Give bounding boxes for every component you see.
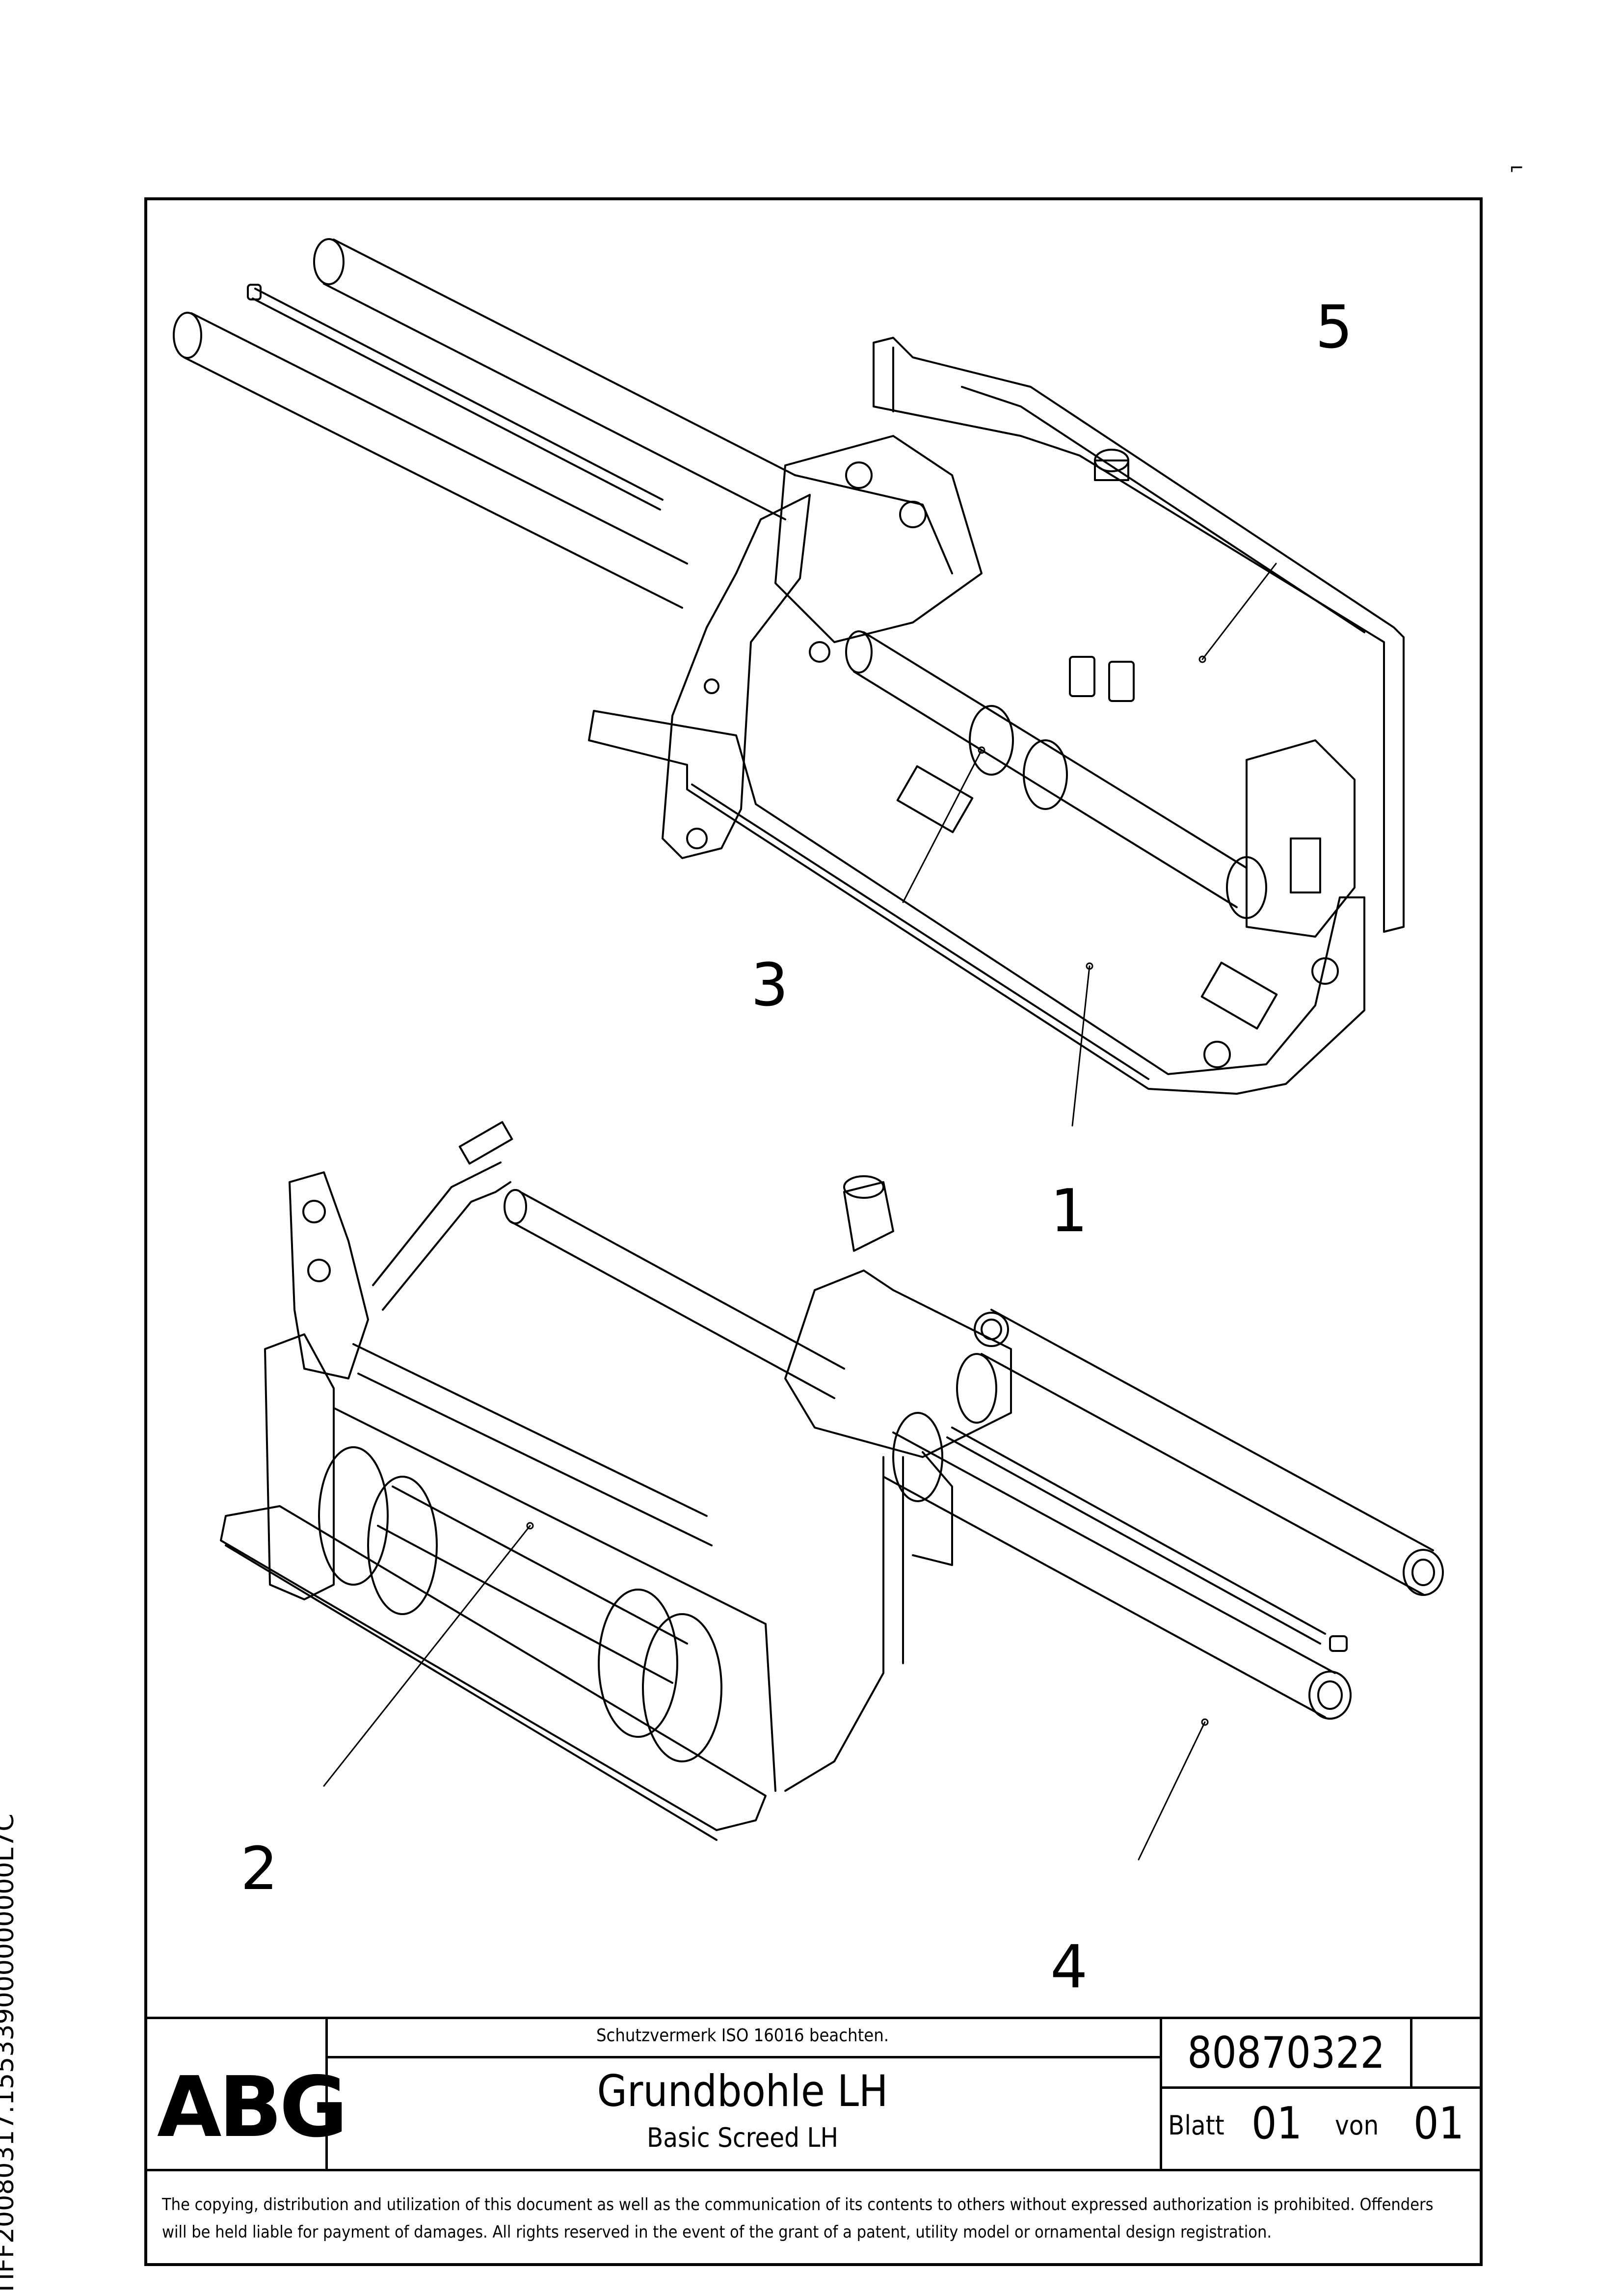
title-german: Grundbohle LH <box>597 2066 888 2116</box>
abg-logo: ABG <box>157 2059 348 2156</box>
drawing-sheet: 1 2 3 4 5 ABG Schutzvermerk ISO 16016 be… <box>144 197 1483 2266</box>
callout-1: 1 <box>1050 1177 1088 1245</box>
part-number: 80870322 <box>1187 2027 1385 2078</box>
title-english: Basic Screed LH <box>646 2122 839 2153</box>
sheet-number: 01 <box>1251 2098 1303 2149</box>
side-identifier: TIFF20080317.155339000000000L7C <box>0 1813 20 2296</box>
title-block: ABG Schutzvermerk ISO 16016 beachten. Gr… <box>147 2017 1480 2266</box>
copyright-notice: The copying, distribution and utilizatio… <box>162 2195 1434 2242</box>
callout-5: 5 <box>1315 294 1353 362</box>
sheet-total: 01 <box>1413 2098 1464 2149</box>
callout-2: 2 <box>240 1835 278 1903</box>
leader-lines <box>323 563 1277 1861</box>
lower-assembly <box>220 1121 1444 1841</box>
assembly-drawing <box>173 238 1444 1861</box>
callout-3: 3 <box>751 951 789 1020</box>
sheet-label: Blatt <box>1168 2110 1224 2141</box>
of-label: von <box>1335 2110 1379 2141</box>
callout-4: 4 <box>1050 1933 1088 2001</box>
upper-assembly <box>173 238 1405 1095</box>
corner-mark: ⌐ <box>1509 157 1524 180</box>
protection-note: Schutzvermerk ISO 16016 beachten. <box>596 2026 889 2046</box>
